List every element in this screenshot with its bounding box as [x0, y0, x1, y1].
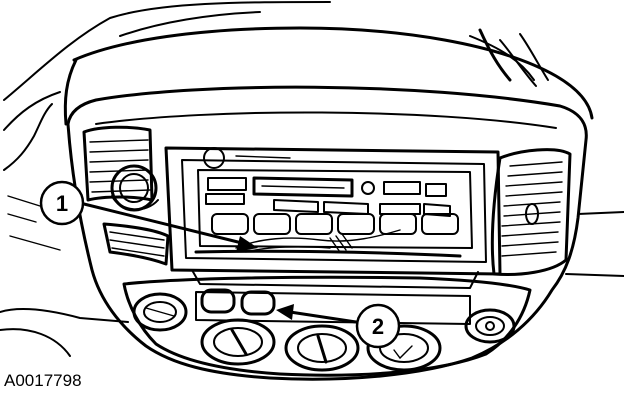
interior-context-lines	[0, 1, 624, 357]
right-air-vent	[490, 148, 572, 276]
lower-left-knob	[132, 292, 188, 332]
figure-id-label: A0017798	[4, 371, 82, 390]
radio-faceplate	[197, 169, 473, 253]
control-knob-center	[284, 324, 360, 372]
callout-1: 1	[39, 180, 258, 252]
left-round-knob	[110, 164, 159, 212]
control-knob-left	[200, 318, 276, 366]
callout-2: 2	[276, 303, 401, 349]
dash-hood	[63, 11, 594, 126]
left-air-vent	[82, 125, 154, 202]
rocker-switches	[200, 288, 276, 316]
lower-left-vent	[102, 222, 170, 266]
lower-right-knob	[464, 308, 516, 344]
control-knob-right	[366, 324, 442, 372]
callout-1-label: 1	[56, 191, 68, 216]
climate-panel	[122, 275, 532, 377]
callout-2-label: 2	[372, 314, 384, 339]
